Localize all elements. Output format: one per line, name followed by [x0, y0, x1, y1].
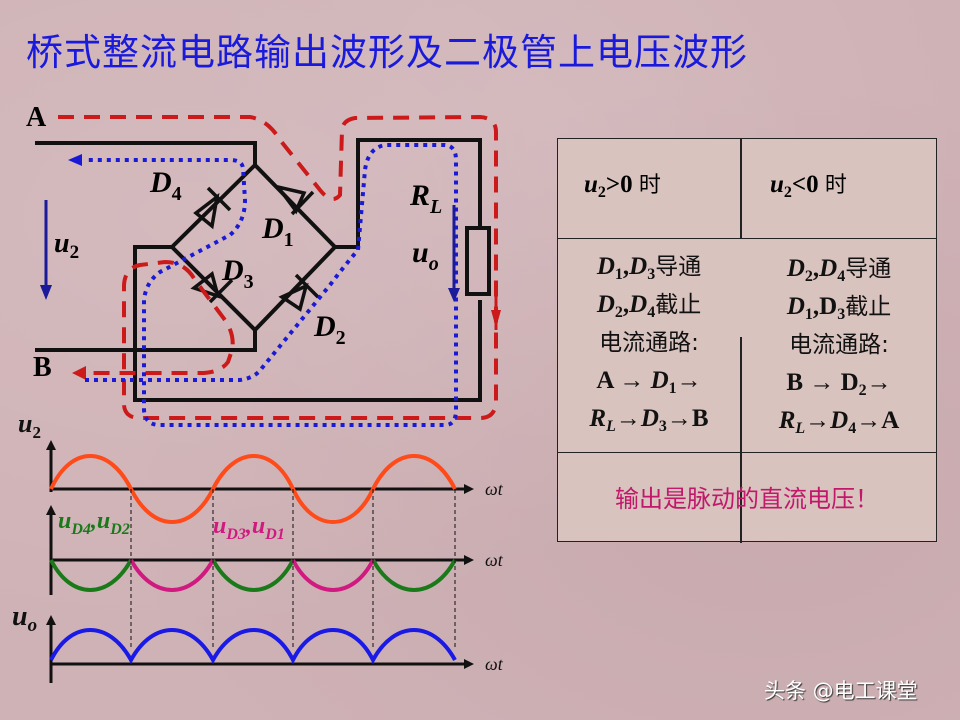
negative-current-path [85, 143, 458, 427]
uo-wave-label: uo [12, 601, 37, 636]
u2-label: u2 [54, 228, 79, 263]
diode-d2-icon [278, 273, 320, 312]
table-body-row: D1,D3导通 D2,D4截止 电流通路: A → D1→ RL→D3→B D2… [558, 238, 936, 543]
u2-wave-label: u2 [18, 409, 41, 442]
positive-current-path [58, 114, 498, 420]
arrow-head-icon [72, 366, 86, 380]
page-title: 桥式整流电路输出波形及二极管上电压波形 [26, 31, 748, 74]
output-note: 输出是脉动的直流电压！ [615, 485, 879, 513]
circuit-wires [35, 138, 491, 402]
diode-d1-icon [273, 184, 315, 216]
ud4-ud2-waveform [49, 559, 457, 592]
rl-label: RL [409, 179, 442, 218]
waveform-charts: ωt u2 ωt uD4,uD2 uD3,uD1 ωt uo [12, 409, 504, 683]
conduction-table: u2>0 时 u2<0 时 D1,D3导通 D2,D4截止 电流通路: A → … [557, 138, 937, 543]
u2-waveform [49, 454, 457, 524]
watermark: 头条 @电工课堂 [764, 679, 918, 703]
d2-label: D2 [313, 310, 346, 349]
d4-label: D4 [149, 166, 182, 205]
ud3-ud1-label: uD3,uD1 [213, 513, 285, 543]
d3-label: D3 [221, 254, 254, 293]
uo-waveform [49, 628, 457, 665]
arrow-head-icon [68, 154, 82, 166]
negative-cycle-cell: D2,D4导通 D1,D3截止 电流通路: B → D2→ RL→D4→A [778, 255, 900, 437]
svg-text:ωt: ωt [485, 654, 504, 674]
ud3-ud1-waveform [129, 559, 375, 592]
arrow-head-icon [491, 310, 501, 328]
condition-negative: u2<0 时 [770, 171, 847, 201]
diode-d4-icon [193, 186, 232, 230]
d1-label: D1 [261, 212, 294, 251]
terminal-b-label: B [33, 352, 52, 383]
ud4-ud2-label: uD4,uD2 [58, 508, 130, 538]
terminal-a-label: A [26, 102, 47, 133]
guide-lines [130, 489, 456, 648]
uo-label: uo [412, 236, 439, 275]
table-note-row: 输出是脉动的直流电压！ [558, 453, 936, 541]
axis-label-wt: ωt [485, 479, 504, 499]
table-header-row: u2>0 时 u2<0 时 [558, 139, 936, 239]
positive-cycle-cell: D1,D3导通 D2,D4截止 电流通路: A → D1→ RL→D3→B [589, 253, 709, 435]
condition-positive: u2>0 时 [584, 171, 661, 201]
svg-text:ωt: ωt [485, 550, 504, 570]
